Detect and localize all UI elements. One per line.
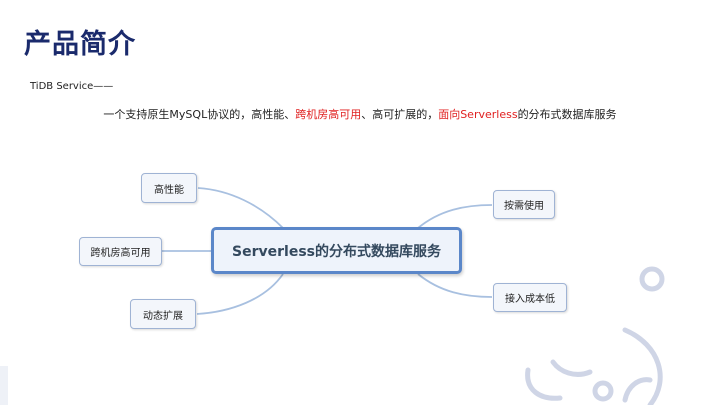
description-highlight-1: 跨机房高可用 xyxy=(295,108,362,121)
connector-on-demand xyxy=(417,204,493,229)
node-label: 按需使用 xyxy=(504,201,544,212)
description-text-3: 的分布式数据库服务 xyxy=(517,108,617,121)
deco-arc-bottom-right xyxy=(622,377,653,403)
node-label: 跨机房高可用 xyxy=(90,248,151,259)
node-label: 高性能 xyxy=(154,184,184,196)
deco-arc-large xyxy=(622,327,663,405)
product-description: 一个支持原生MySQL协议的，高性能、跨机房高可用、高可扩展的，面向Server… xyxy=(0,106,720,122)
mindmap-node-low-cost: 接入成本低 xyxy=(493,283,567,312)
mindmap-center-node: Serverless的分布式数据库服务 xyxy=(211,227,462,274)
deco-ring-bottom xyxy=(592,380,614,402)
description-highlight-2: 面向Serverless xyxy=(438,108,518,121)
mindmap-node-cross-dc-ha: 跨机房高可用 xyxy=(79,237,162,266)
slide-title: 产品简介 xyxy=(24,29,136,60)
connector-dynamic-scaling xyxy=(196,273,284,315)
mindmap-node-on-demand: 按需使用 xyxy=(493,190,555,219)
description-text-1: 一个支持原生MySQL协议的，高性能、 xyxy=(103,108,296,121)
node-label: 动态扩展 xyxy=(143,310,183,322)
deco-arc-left xyxy=(525,367,563,401)
deco-block-left xyxy=(0,366,8,405)
deco-arc-mid xyxy=(550,359,593,377)
description-text-2: 、高可扩展的， xyxy=(361,108,439,121)
center-node-label: Serverless的分布式数据库服务 xyxy=(232,243,441,260)
mindmap-node-high-performance: 高性能 xyxy=(141,173,197,203)
slide-subtitle: TiDB Service—— xyxy=(30,81,114,92)
mindmap-node-dynamic-scaling: 动态扩展 xyxy=(130,299,196,329)
connector-low-cost xyxy=(417,273,493,298)
node-label: 接入成本低 xyxy=(505,294,555,305)
deco-ring-small xyxy=(639,266,665,292)
connector-high-performance xyxy=(197,187,284,229)
